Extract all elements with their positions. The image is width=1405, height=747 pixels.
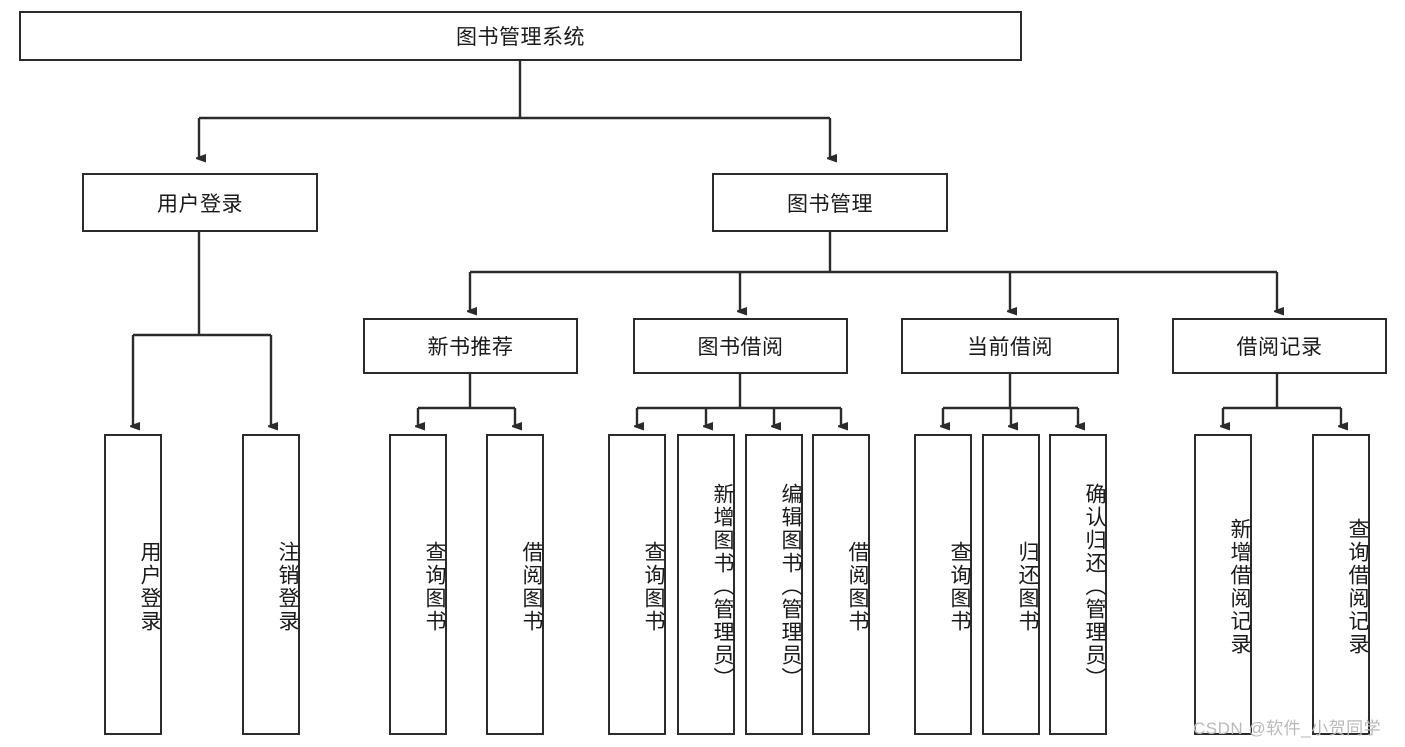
node-leaf-query-record-label: 查询借阅记录 [1346,517,1369,656]
node-leaf-borrow-book-1-label: 借阅图书 [520,540,543,633]
node-leaf-user-login-label: 用户登录 [138,540,161,633]
node-leaf-add-book[interactable]: 新增图书（管理员） [677,434,735,735]
node-current-borrow-label: 当前借阅 [967,336,1053,359]
node-leaf-query-book-1[interactable]: 查询图书 [389,434,447,735]
node-new-book-recommend-label: 新书推荐 [427,336,514,359]
node-leaf-confirm-return[interactable]: 确认归还（管理员） [1049,434,1107,735]
node-leaf-query-book-3[interactable]: 查询图书 [914,434,972,735]
node-leaf-return-book[interactable]: 归还图书 [982,434,1040,735]
node-leaf-borrow-book-1[interactable]: 借阅图书 [486,434,544,735]
node-current-borrow[interactable]: 当前借阅 [901,318,1119,374]
node-leaf-edit-book-label: 编辑图书（管理员） [779,483,802,690]
node-leaf-logout-login-label: 注销登录 [276,540,299,633]
node-leaf-add-record[interactable]: 新增借阅记录 [1194,434,1252,735]
node-leaf-return-book-label: 归还图书 [1016,540,1039,633]
node-root-label: 图书管理系统 [456,26,585,49]
node-new-book-recommend[interactable]: 新书推荐 [363,318,578,374]
node-user-login-label: 用户登录 [157,192,243,216]
node-leaf-query-book-2-label: 查询图书 [642,540,665,633]
node-leaf-query-record[interactable]: 查询借阅记录 [1312,434,1370,735]
node-book-manage[interactable]: 图书管理 [712,173,948,232]
node-borrow-record[interactable]: 借阅记录 [1172,318,1387,374]
node-leaf-edit-book[interactable]: 编辑图书（管理员） [745,434,803,735]
node-leaf-logout-login[interactable]: 注销登录 [242,434,300,735]
node-leaf-confirm-return-label: 确认归还（管理员） [1083,483,1106,690]
node-leaf-user-login[interactable]: 用户登录 [104,434,162,735]
node-leaf-query-book-3-label: 查询图书 [948,540,971,633]
node-user-login[interactable]: 用户登录 [82,173,318,232]
node-leaf-query-book-1-label: 查询图书 [423,540,446,633]
watermark-text: CSDN @软件_小贺同学 [1193,719,1382,738]
node-book-manage-label: 图书管理 [787,192,873,216]
node-leaf-borrow-book-2[interactable]: 借阅图书 [812,434,870,735]
node-leaf-borrow-book-2-label: 借阅图书 [846,540,869,633]
node-leaf-add-book-label: 新增图书（管理员） [711,483,734,690]
node-borrow-record-label: 借阅记录 [1236,336,1323,359]
node-book-borrow-label: 图书借阅 [697,336,784,359]
node-root[interactable]: 图书管理系统 [19,11,1022,61]
node-leaf-add-record-label: 新增借阅记录 [1228,517,1251,656]
node-book-borrow[interactable]: 图书借阅 [633,318,848,374]
node-leaf-query-book-2[interactable]: 查询图书 [608,434,666,735]
